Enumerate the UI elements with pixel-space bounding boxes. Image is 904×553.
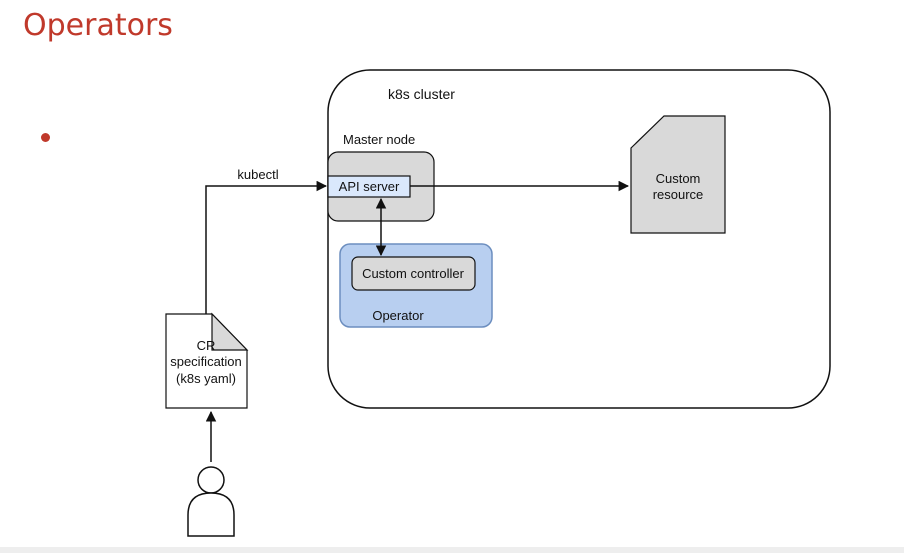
custom-controller-box: [351, 256, 476, 291]
custom-resource-label-line2: resource: [653, 187, 704, 202]
master-node-label: Master node: [343, 132, 415, 147]
operator-label: Operator: [372, 308, 424, 323]
api-server-label: API server: [339, 179, 400, 194]
bullet-point: [41, 133, 50, 142]
kubectl-arrow: [205, 180, 328, 314]
cr-spec-label-line1: CR: [197, 338, 216, 353]
custom-resource-label-line1: Custom: [656, 171, 701, 186]
k8s-cluster-box: [327, 69, 831, 409]
custom-resource-shape: [630, 115, 726, 234]
cr-spec-label-line2: specification: [170, 354, 242, 369]
bottom-strip: [0, 547, 904, 553]
cr-document-fold: [211, 312, 249, 351]
k8s-cluster-label: k8s cluster: [388, 86, 455, 102]
custom-controller-label: Custom controller: [362, 266, 465, 281]
kubectl-label: kubectl: [237, 167, 278, 182]
cr-spec-label-line3: (k8s yaml): [176, 371, 236, 386]
slide-title: Operators: [23, 8, 173, 43]
person-icon: [187, 466, 235, 537]
